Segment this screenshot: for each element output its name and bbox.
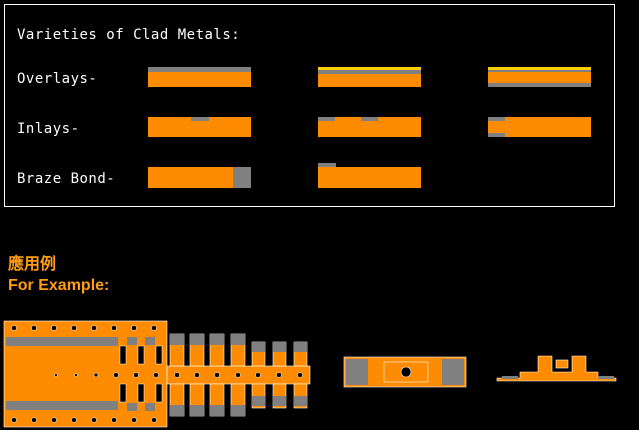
- braze-bond-label: Braze Bond-: [17, 171, 116, 187]
- clad-metals-panel: Varieties of Clad Metals: Overlays- Inla…: [4, 4, 615, 207]
- connector-part: [343, 356, 467, 388]
- panel-title: Varieties of Clad Metals:: [17, 27, 241, 43]
- overlays-label: Overlays-: [17, 71, 98, 87]
- terminal-profile-part: [496, 355, 617, 382]
- heading-for-example: For Example:: [8, 277, 110, 294]
- lead-frame-part: [3, 320, 168, 428]
- inlays-label: Inlays-: [17, 121, 80, 137]
- example-parts-drawing: [3, 320, 617, 428]
- heading-cjk: 應用例: [8, 254, 57, 273]
- lead-frame-pins: [166, 333, 311, 417]
